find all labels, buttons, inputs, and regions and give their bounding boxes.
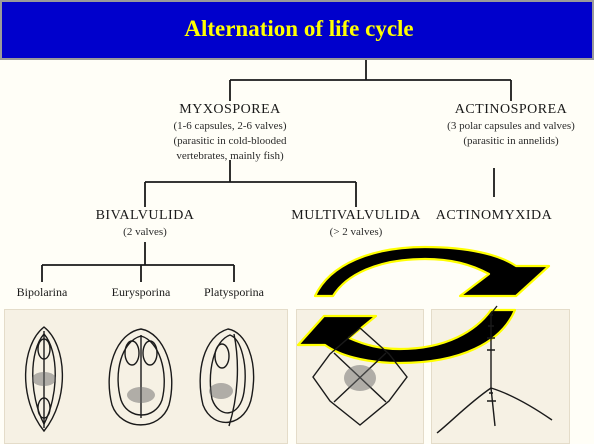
actinomyxida-spore-sketch	[437, 306, 552, 433]
bipolarina-spore-sketch	[26, 327, 63, 431]
multivalvulida-spore-sketch	[313, 328, 407, 425]
eurysporina-spore-sketch	[109, 329, 172, 425]
platysporina-spore-sketch	[200, 329, 253, 426]
